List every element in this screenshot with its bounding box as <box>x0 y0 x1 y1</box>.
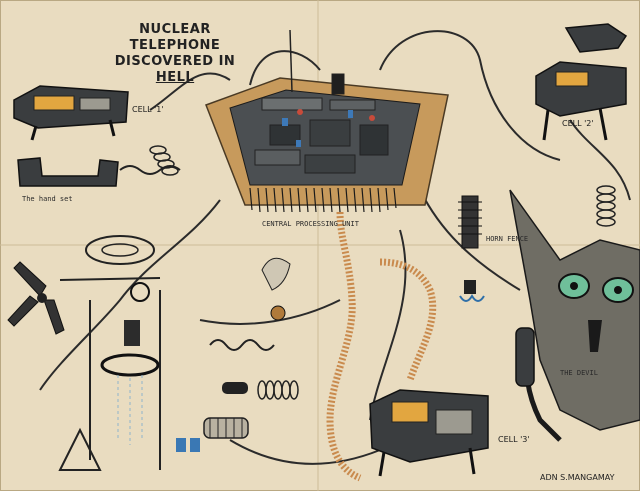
artist-signature: ADN S.MANGAMAY <box>540 473 615 482</box>
cell-2-label: CELL '2' <box>562 119 594 128</box>
page-title: NUCLEAR TELEPHONE DISCOVERED IN HELL <box>104 22 246 86</box>
central-processing-unit <box>205 29 449 213</box>
center-coils <box>176 257 299 452</box>
cell-3-unit <box>369 389 489 477</box>
cell-1-unit <box>13 85 129 141</box>
cell-3-label: CELL '3' <box>498 435 530 444</box>
hand-set-label: The hand set <box>22 195 73 203</box>
title-line-1: NUCLEAR TELEPHONE <box>129 22 221 53</box>
coil-spring-left <box>149 145 179 176</box>
title-line-2-prefix: DISCOVERED IN <box>114 54 236 69</box>
title-line-2-hell: HELL <box>155 70 195 85</box>
orange-coiled-cord <box>326 211 362 482</box>
generator-tower <box>7 235 161 471</box>
connecting-wires <box>39 30 631 465</box>
devil-label: THE DEVIL <box>560 369 598 377</box>
orange-coiled-cord-2 <box>379 258 437 382</box>
the-devil <box>509 189 640 442</box>
cell-2-unit <box>535 23 628 141</box>
cpu-label: CENTRAL PROCESSING UNIT <box>262 220 359 228</box>
cell-1-label: CELL '1' <box>132 105 164 114</box>
horn-fence-label: HORN FENCE <box>486 235 529 243</box>
hand-set <box>17 157 181 187</box>
horn-fence <box>458 195 485 302</box>
coil-spring-right <box>596 185 616 227</box>
